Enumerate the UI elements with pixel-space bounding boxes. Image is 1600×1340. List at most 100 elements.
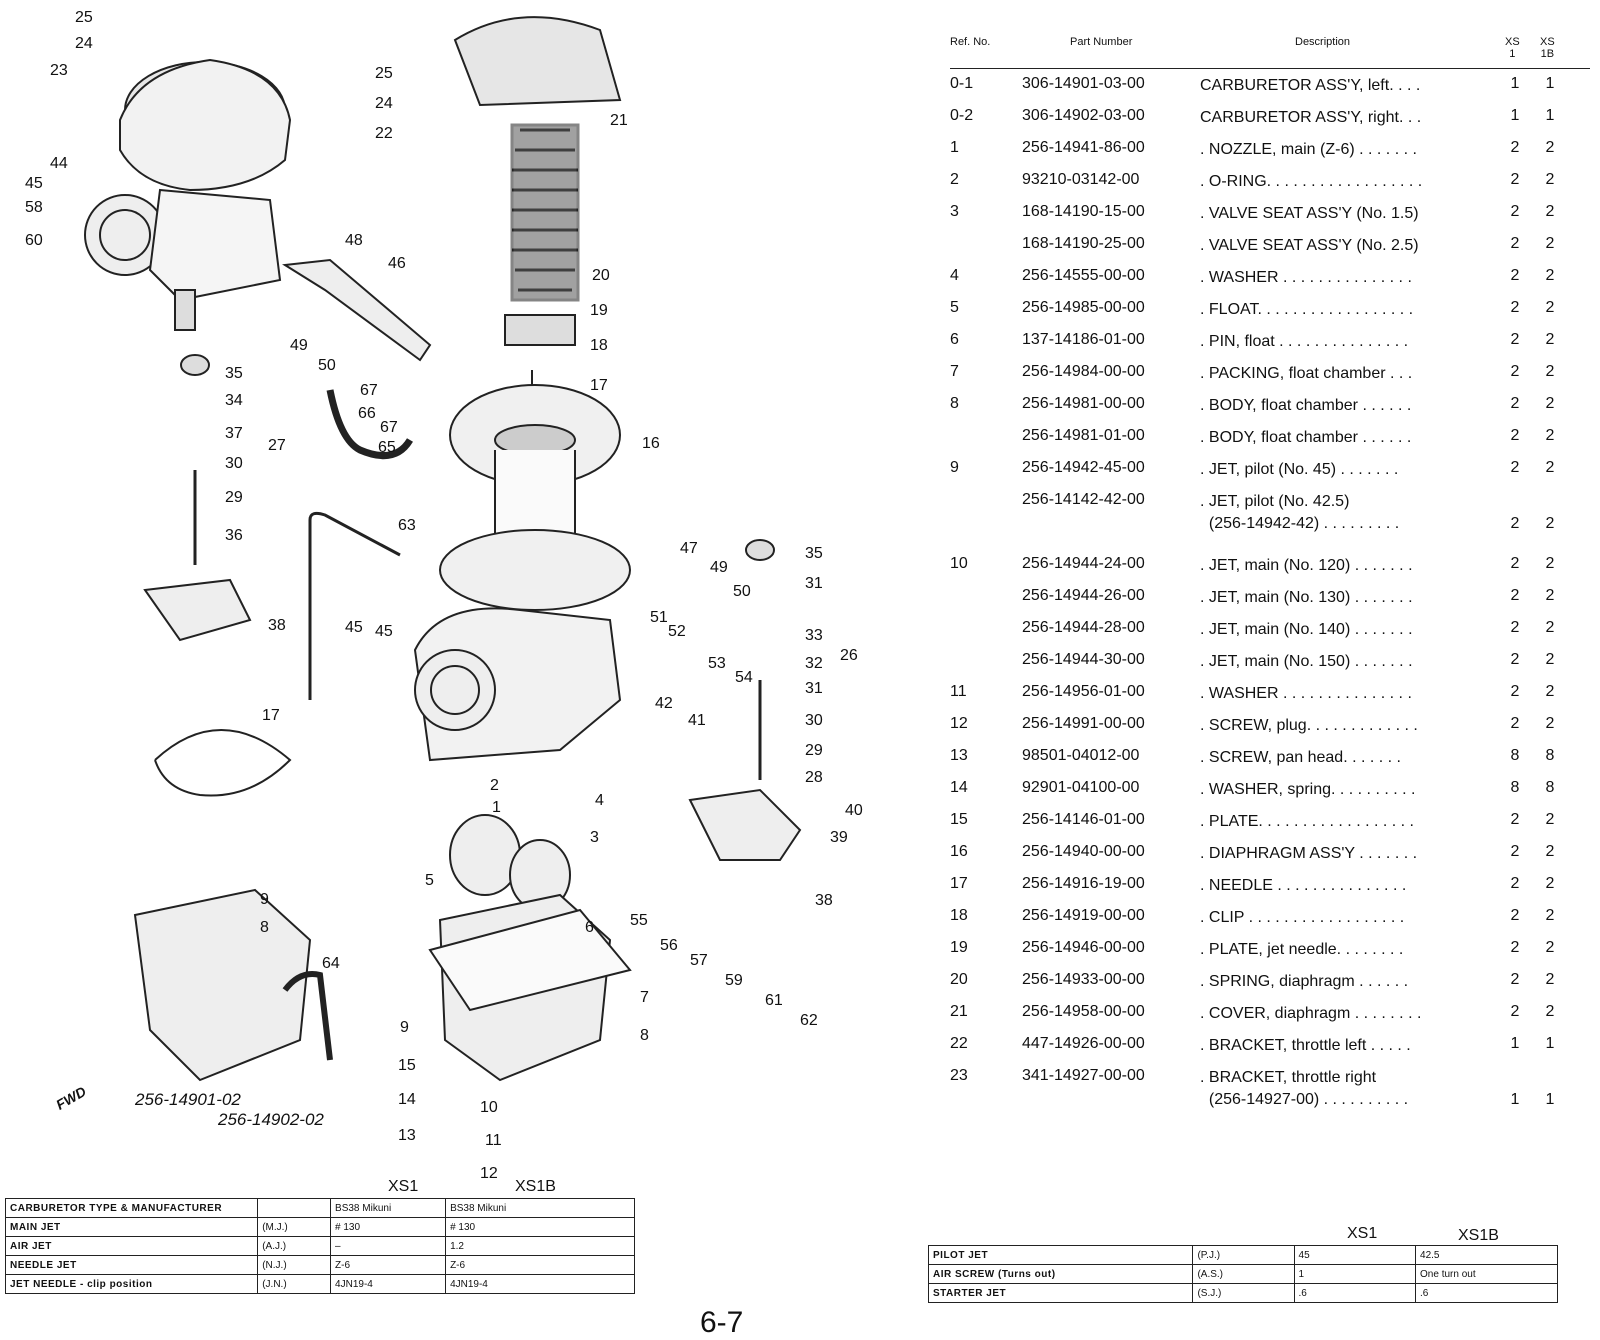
part-number: 256-14985-00-00 <box>1022 299 1145 316</box>
qty-xs1: 2 <box>1510 939 1520 956</box>
ref-no: 22 <box>950 1035 968 1052</box>
ref-no: 0-2 <box>950 107 974 124</box>
qty-xs1: 2 <box>1510 811 1520 828</box>
callout: 52 <box>668 623 686 640</box>
qty-xs1: 2 <box>1510 715 1520 732</box>
part-number: 306-14902-03-00 <box>1022 107 1145 124</box>
callout: 29 <box>225 489 243 506</box>
ref-no: 21 <box>950 1003 968 1020</box>
callout: 18 <box>590 337 608 354</box>
qty-xs1: 2 <box>1510 515 1520 532</box>
callout: 14 <box>398 1091 416 1108</box>
callout: 62 <box>800 1012 818 1029</box>
callout: 45 <box>375 623 393 640</box>
callout: 28 <box>805 769 823 786</box>
carburetor-exploded-diagram: 25 24 23 44 45 58 60 25 24 22 21 20 19 1… <box>25 9 863 1180</box>
ref-no: 0-1 <box>950 75 974 92</box>
description: . CLIP . . . . . . . . . . . . . . . . .… <box>1200 909 1405 926</box>
qty-xs1b: 2 <box>1545 267 1555 284</box>
callout: 21 <box>610 112 628 129</box>
part-number: 93210-03142-00 <box>1022 171 1140 188</box>
callout: 30 <box>805 712 823 729</box>
qty-xs1b: 2 <box>1545 811 1555 828</box>
description: . VALVE SEAT ASS'Y (No. 1.5) <box>1200 205 1419 222</box>
callout: 25 <box>75 9 93 26</box>
spec-xs1b: 4JN19-4 <box>445 1274 635 1294</box>
qty-xs1b: 2 <box>1545 459 1555 476</box>
description: . WASHER, spring. . . . . . . . . . <box>1200 781 1416 798</box>
callout: 8 <box>640 1027 649 1044</box>
spec-xs1b: 42.5 <box>1415 1245 1558 1265</box>
ref-no: 8 <box>950 395 959 412</box>
qty-xs1: 2 <box>1510 907 1520 924</box>
callout: 17 <box>590 377 608 394</box>
callout: 31 <box>805 575 823 592</box>
description: . PACKING, float chamber . . . <box>1200 365 1413 382</box>
qty-xs1: 1 <box>1510 1035 1520 1052</box>
ref-no: 2 <box>950 171 959 188</box>
description: . JET, main (No. 140) . . . . . . . <box>1200 621 1413 638</box>
part-number: 256-14555-00-00 <box>1022 267 1145 284</box>
spec-label: MAIN JET <box>4 1217 259 1237</box>
spec-abbr: (J.N.) <box>257 1274 332 1294</box>
assembly-part-number-right: 256-14902-02 <box>218 1110 324 1129</box>
spec-row: AIR JET(A.J.)–1.2 <box>4 1236 635 1256</box>
callout: 1 <box>492 799 501 816</box>
spec-xs1b: .6 <box>1415 1283 1558 1303</box>
description: . WASHER . . . . . . . . . . . . . . . <box>1200 685 1412 702</box>
part-number: 256-14942-45-00 <box>1022 459 1145 476</box>
callout: 35 <box>805 545 823 562</box>
callout: 38 <box>268 617 286 634</box>
qty-xs1b: 2 <box>1545 363 1555 380</box>
qty-xs1: 2 <box>1510 843 1520 860</box>
qty-xs1b: 2 <box>1545 875 1555 892</box>
qty-xs1: 2 <box>1510 683 1520 700</box>
spec-label: AIR JET <box>4 1236 259 1256</box>
qty-xs1: 8 <box>1510 747 1520 764</box>
description: . SPRING, diaphragm . . . . . . <box>1200 973 1409 990</box>
ref-no: 11 <box>950 683 967 700</box>
callout: 26 <box>840 647 858 664</box>
callout: 66 <box>358 405 376 422</box>
spec-xs1: BS38 Mikuni <box>330 1198 447 1218</box>
qty-xs1: 2 <box>1510 427 1520 444</box>
callout: 9 <box>400 1019 409 1036</box>
qty-xs1b: 2 <box>1545 427 1555 444</box>
description: . JET, main (No. 130) . . . . . . . <box>1200 589 1413 606</box>
qty-xs1: 2 <box>1510 299 1520 316</box>
ref-no: 1 <box>950 139 959 156</box>
callout: 25 <box>375 65 393 82</box>
qty-xs1b: 1 <box>1545 107 1555 124</box>
callout: 65 <box>378 439 396 456</box>
callout: 6 <box>585 919 594 936</box>
qty-xs1: 1 <box>1510 75 1520 92</box>
parts-row: 256-14142-42-00. JET, pilot (No. 42.5) (… <box>950 485 1590 549</box>
callout: 12 <box>480 1165 498 1180</box>
callout: 64 <box>322 955 340 972</box>
qty-xs1: 2 <box>1510 395 1520 412</box>
part-number: 256-14946-00-00 <box>1022 939 1145 956</box>
part-number: 256-14944-26-00 <box>1022 587 1145 604</box>
part-number: 256-14981-00-00 <box>1022 395 1145 412</box>
description: . JET, main (No. 120) . . . . . . . <box>1200 557 1413 574</box>
qty-xs1: 2 <box>1510 555 1520 572</box>
description: . O-RING. . . . . . . . . . . . . . . . … <box>1200 173 1423 190</box>
callout: 42 <box>655 695 673 712</box>
callout: 32 <box>805 655 823 672</box>
part-number: 256-14944-30-00 <box>1022 651 1145 668</box>
callout: 45 <box>25 175 43 192</box>
qty-xs1b: 2 <box>1545 331 1555 348</box>
header-xs1b: XS 1B <box>1540 36 1555 60</box>
spring <box>510 123 580 302</box>
description: . JET, pilot (No. 45) . . . . . . . <box>1200 461 1399 478</box>
ref-no: 7 <box>950 363 959 380</box>
part-number: 256-14984-00-00 <box>1022 363 1145 380</box>
spec-left-col1-header: XS1 <box>388 1178 419 1195</box>
callout: 5 <box>425 872 434 889</box>
